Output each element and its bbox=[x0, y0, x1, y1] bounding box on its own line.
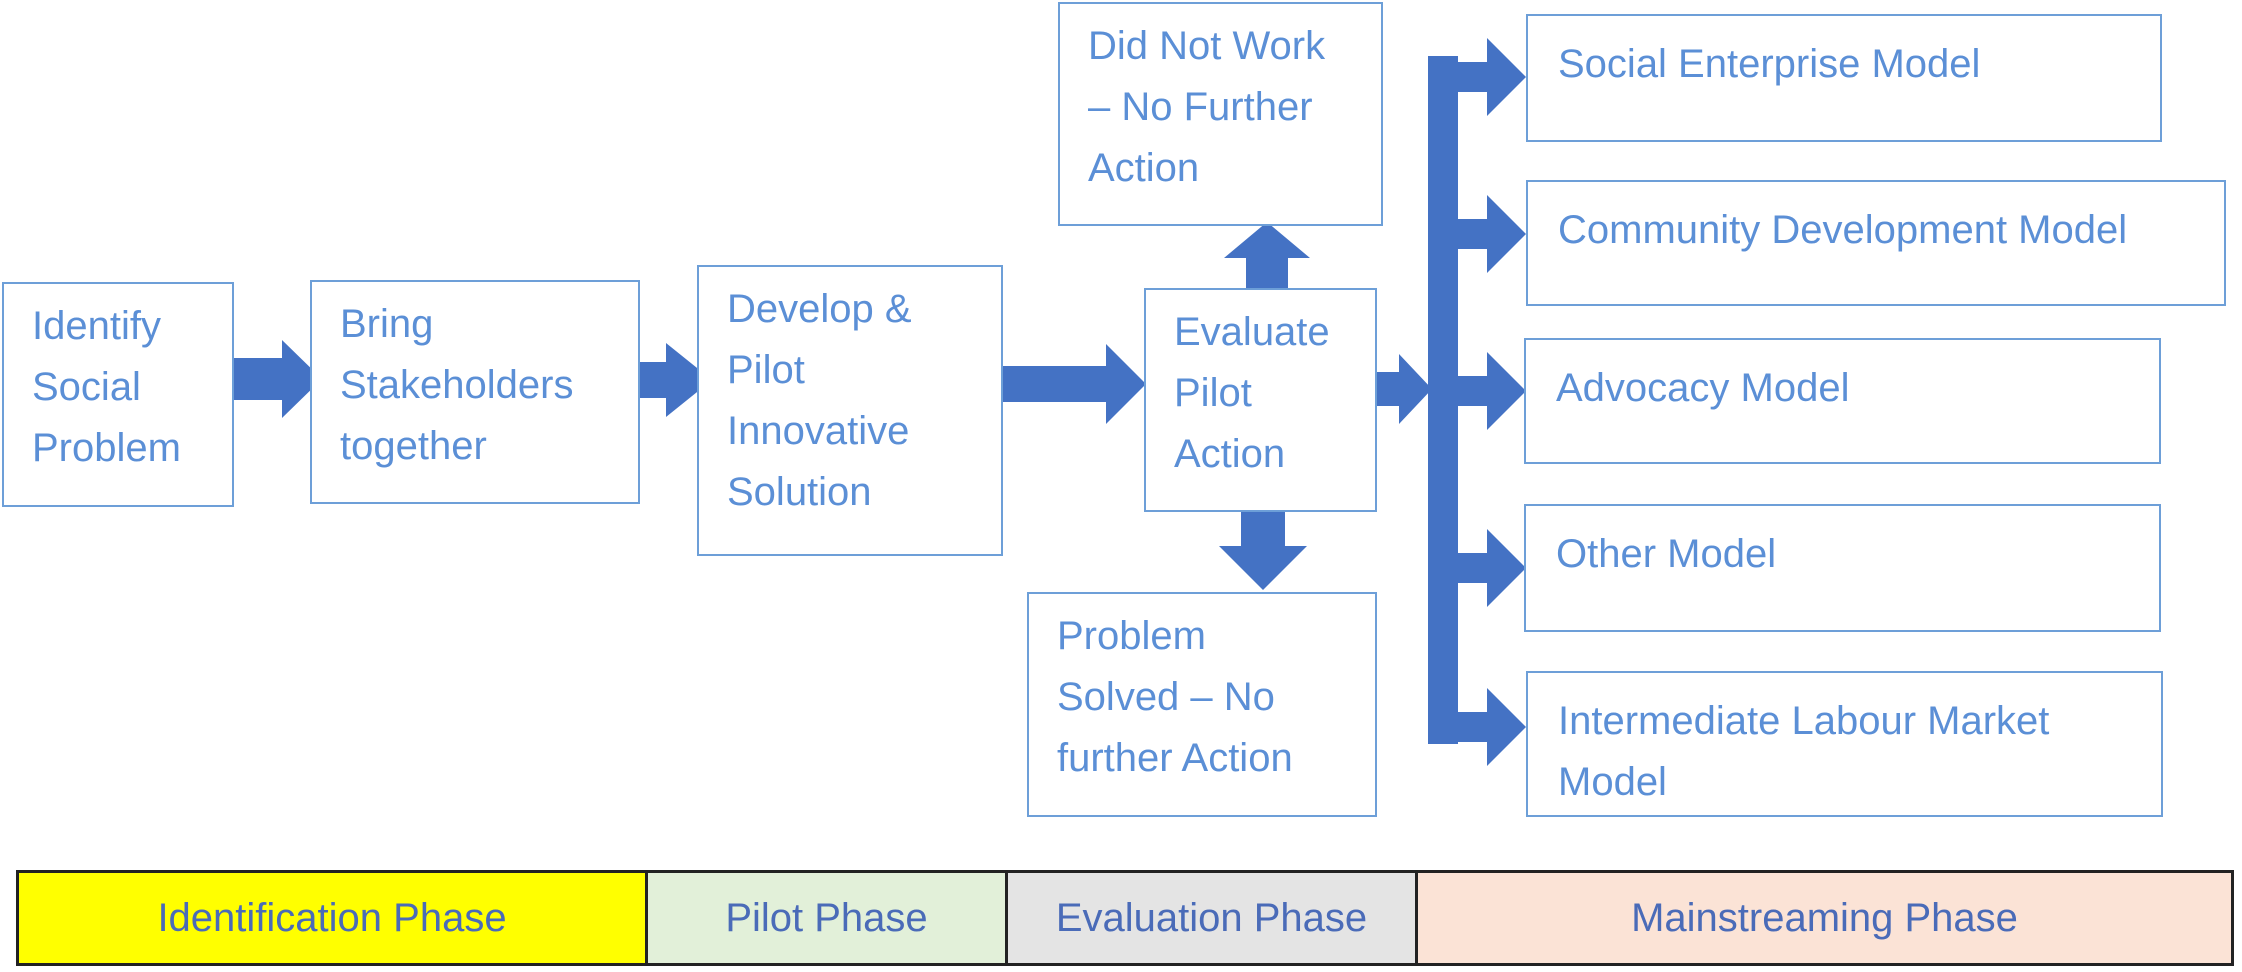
arrow-stakeholders-to-develop bbox=[622, 343, 712, 417]
node-social-enterprise-model: Social Enterprise Model bbox=[1526, 14, 2162, 142]
arrow-to-intermediate-labour bbox=[1458, 688, 1526, 766]
arrow-develop-to-evaluate bbox=[976, 344, 1146, 424]
phase-identification: Identification Phase bbox=[19, 873, 645, 963]
node-did-not-work: Did Not Work – No Further Action bbox=[1058, 2, 1383, 226]
node-intermediate-labour-market-model: Intermediate Labour Market Model bbox=[1526, 671, 2163, 817]
arrow-identify-to-stakeholders bbox=[233, 340, 322, 418]
node-evaluate-pilot-action: Evaluate Pilot Action bbox=[1144, 288, 1377, 512]
arrow-to-community-development bbox=[1458, 195, 1526, 273]
node-bring-stakeholders-together: Bring Stakeholders together bbox=[310, 280, 640, 504]
node-community-development-model: Community Development Model bbox=[1526, 180, 2226, 306]
node-identify-social-problem: Identify Social Problem bbox=[2, 282, 234, 507]
phase-pilot: Pilot Phase bbox=[645, 873, 1005, 963]
node-other-model: Other Model bbox=[1524, 504, 2161, 632]
models-bus-bar bbox=[1428, 56, 1458, 744]
arrow-to-other bbox=[1458, 529, 1526, 607]
phase-evaluation: Evaluation Phase bbox=[1005, 873, 1415, 963]
node-develop-pilot-solution: Develop & Pilot Innovative Solution bbox=[697, 265, 1003, 556]
phase-bar: Identification Phase Pilot Phase Evaluat… bbox=[16, 870, 2234, 966]
node-advocacy-model: Advocacy Model bbox=[1524, 338, 2161, 464]
arrow-evaluate-to-problem-solved bbox=[1219, 504, 1307, 590]
arrow-evaluate-to-models bbox=[1362, 354, 1432, 424]
phase-mainstreaming: Mainstreaming Phase bbox=[1415, 873, 2231, 963]
arrow-evaluate-to-did-not-work bbox=[1224, 222, 1310, 300]
node-problem-solved: Problem Solved – No further Action bbox=[1027, 592, 1377, 817]
arrow-to-social-enterprise bbox=[1458, 38, 1526, 116]
arrow-to-advocacy bbox=[1458, 352, 1526, 430]
